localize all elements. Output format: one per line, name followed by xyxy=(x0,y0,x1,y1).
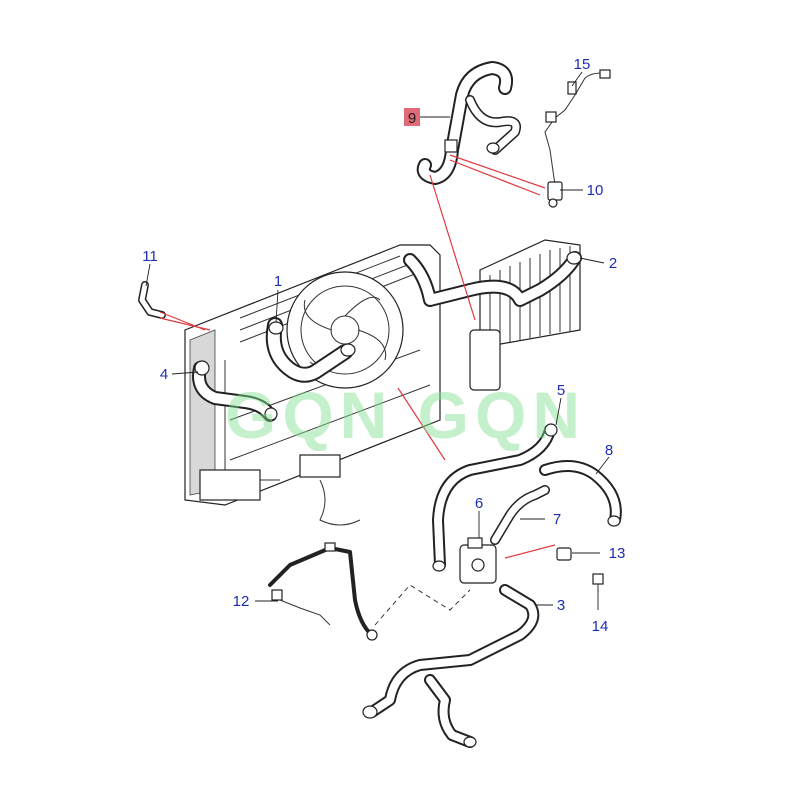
callout-5: 5 xyxy=(557,382,565,399)
hose-2 xyxy=(403,251,582,307)
callout-11: 11 xyxy=(142,248,158,265)
watermark: GQN GQN xyxy=(225,378,586,452)
callout-14: 14 xyxy=(592,618,609,635)
callout-15: 15 xyxy=(574,56,591,73)
callout-6: 6 xyxy=(475,495,483,512)
tube-12 xyxy=(268,542,471,641)
callout-4: 4 xyxy=(160,366,168,383)
callout-labels: 1 2 3 4 5 6 7 8 9 10 11 12 13 14 15 xyxy=(142,56,625,635)
callout-1: 1 xyxy=(274,273,282,290)
callout-8: 8 xyxy=(605,442,613,459)
callout-10: 10 xyxy=(587,182,604,199)
hose-1 xyxy=(265,317,356,383)
highlight-box-9 xyxy=(404,108,420,126)
callout-7: 7 xyxy=(553,511,561,528)
hose-11 xyxy=(138,281,166,319)
hose-9 xyxy=(416,61,521,185)
callout-9: 9 xyxy=(408,110,416,127)
callout-leaders xyxy=(145,71,610,610)
valve-6 xyxy=(459,537,497,584)
callout-3: 3 xyxy=(557,597,565,614)
bolt-14 xyxy=(592,573,604,592)
sensor-harness-15 xyxy=(544,69,611,186)
hose-8 xyxy=(539,460,622,527)
hose-3 xyxy=(362,584,540,748)
reference-lines xyxy=(159,154,556,559)
hose-7 xyxy=(490,485,550,545)
hose-5 xyxy=(432,423,558,572)
callout-13: 13 xyxy=(609,545,626,562)
hose-4 xyxy=(192,360,278,422)
clip-13 xyxy=(556,547,572,561)
callout-12: 12 xyxy=(233,593,250,610)
sensor-10 xyxy=(547,181,563,208)
callout-2: 2 xyxy=(609,255,617,272)
